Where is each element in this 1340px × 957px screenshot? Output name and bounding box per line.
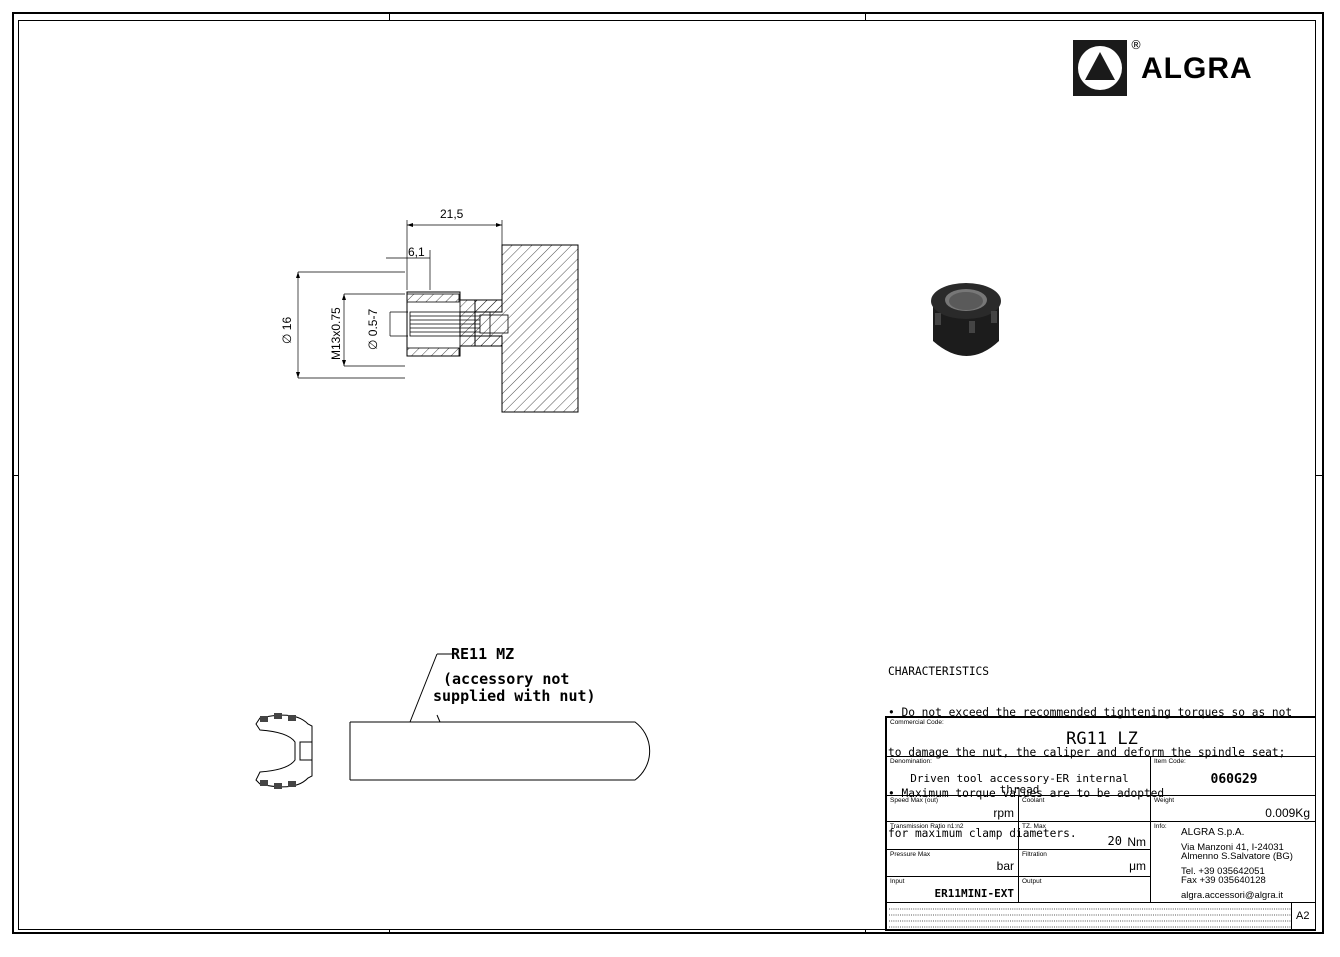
info-company: ALGRA S.p.A. <box>1181 827 1245 838</box>
logo-emblem <box>1073 40 1127 96</box>
wrench-teeth <box>260 713 296 789</box>
frame-tick <box>1316 475 1324 476</box>
ratio-cell: Transmission Ratio n1:n2 <box>886 821 1019 850</box>
frame-tick <box>12 475 18 476</box>
torque-unit: Nm <box>1127 835 1146 849</box>
dim-clamp: ∅ 0.5-7 <box>366 309 380 350</box>
outer-frame <box>12 12 1324 934</box>
dia-symbol: ∅ <box>366 339 380 350</box>
filtration-unit: μm <box>1129 859 1146 873</box>
wrench-drawing <box>255 653 651 789</box>
dia-symbol: ∅ <box>280 333 294 344</box>
nut-wall-top <box>406 293 460 303</box>
dim-length-lines <box>297 220 503 379</box>
seat-top <box>459 299 503 313</box>
dim-outer-dia: ∅ 16 <box>280 317 294 344</box>
inner-frame <box>18 20 1316 930</box>
info-addr1: Via Manzoni 41, I-24031 <box>1181 842 1284 853</box>
algra-logo: ® ALGRA <box>1073 38 1303 98</box>
wrench-handle <box>350 721 651 781</box>
outer-dia-value: 16 <box>280 316 294 331</box>
characteristics-title: CHARACTERISTICS <box>888 665 990 678</box>
speed-unit: rpm <box>993 806 1014 820</box>
item-code-cell: Item Code: 060G29 <box>1150 756 1316 796</box>
registered-mark: ® <box>1130 38 1142 52</box>
torque-value: 20 <box>1107 834 1122 848</box>
torque-label: TZ. Max <box>1022 823 1046 830</box>
dim-depth: 6,1 <box>408 245 425 259</box>
torque-cell: TZ. Max 20 Nm <box>1018 821 1151 850</box>
denomination-line2: thread <box>999 783 1040 796</box>
characteristics-line: • Maximum torque values are to be adopte… <box>888 786 1165 800</box>
characteristics-line: for maximum clamp diameters. <box>888 827 1077 840</box>
wrench-head <box>255 714 313 788</box>
characteristics-block: CHARACTERISTICS • Do not exceed the reco… <box>888 638 1292 854</box>
commercial-code-label: Commercial Code: <box>890 719 944 726</box>
info-fax: Fax +39 035640128 <box>1181 875 1266 886</box>
title-block: Commercial Code: RG11 LZ Denomination: D… <box>885 716 1316 931</box>
denomination-line1: Driven tool accessory-ER internal <box>910 772 1129 785</box>
collet <box>409 311 509 337</box>
input-label: Input <box>890 878 905 885</box>
legal-strip-cell <box>886 902 1292 931</box>
frame-tick <box>865 930 866 934</box>
filtration-label: Filtration <box>1022 851 1047 858</box>
info-tel: Tel. +39 035642051 <box>1181 866 1265 877</box>
characteristics-line: to damage the nut, the caliper and defor… <box>888 746 1286 759</box>
weight-label: Weight <box>1154 797 1175 804</box>
dim-arrows <box>296 223 502 378</box>
denomination-label: Denomination: <box>890 758 932 765</box>
pressure-cell: Pressure Max bar <box>886 849 1019 877</box>
spindle-block <box>459 244 579 413</box>
coolant-cell: Coolant <box>1018 795 1151 822</box>
pressure-label: Pressure Max <box>890 851 931 858</box>
section-drawing <box>296 220 579 413</box>
speed-label: Speed Max (out) <box>890 797 939 804</box>
coolant-label: Coolant <box>1022 797 1045 804</box>
commercial-code-cell: Commercial Code: RG11 LZ <box>886 717 1316 757</box>
info-cell: Info: ALGRA S.p.A. Via Manzoni 41, I-240… <box>1150 821 1316 903</box>
dim-length: 21,5 <box>440 207 464 221</box>
characteristics-line: • Do not exceed the recommended tighteni… <box>888 705 1293 719</box>
sheet-size-cell: A2 <box>1291 902 1316 931</box>
item-code-value: 060G29 <box>1210 772 1258 787</box>
wrench-code: RE11 MZ <box>451 645 515 663</box>
dim-thread: M13x0.75 <box>329 307 343 360</box>
weight-value: 0.009Kg <box>1265 806 1310 820</box>
info-addr2: Almenno S.Salvatore (BG) <box>1181 851 1293 862</box>
output-cell: Output <box>1018 876 1151 903</box>
output-label: Output <box>1022 878 1042 885</box>
nut-3d-view <box>931 283 1001 356</box>
frame-tick <box>389 14 390 20</box>
frame-tick <box>865 14 866 20</box>
nut-wall-bottom <box>406 347 460 357</box>
speed-cell: Speed Max (out) rpm <box>886 795 1019 822</box>
pressure-unit: bar <box>996 859 1014 873</box>
info-label: Info: <box>1154 823 1167 830</box>
commercial-code-value: RG11 LZ <box>1066 729 1138 749</box>
item-code-label: Item Code: <box>1154 758 1186 765</box>
clamp-value: 0.5-7 <box>366 308 380 337</box>
info-email: algra.accessori@algra.it <box>1181 890 1284 901</box>
legal-microtext <box>889 908 1291 928</box>
ratio-label: Transmission Ratio n1:n2 <box>890 823 964 830</box>
weight-cell: Weight 0.009Kg <box>1150 795 1316 822</box>
wrench-note-line1: (accessory not <box>443 670 570 688</box>
wrench-note-line2: supplied with nut) <box>433 687 596 705</box>
frame-tick <box>389 930 390 934</box>
seat-bottom <box>459 335 503 347</box>
filtration-cell: Filtration μm <box>1018 849 1151 877</box>
sheet-size: A2 <box>1296 910 1310 922</box>
input-value: ER11MINI-EXT <box>934 887 1014 900</box>
input-cell: Input ER11MINI-EXT <box>886 876 1019 903</box>
denomination-cell: Denomination: Driven tool accessory-ER i… <box>886 756 1151 796</box>
brand-name: ALGRA <box>1141 52 1253 85</box>
